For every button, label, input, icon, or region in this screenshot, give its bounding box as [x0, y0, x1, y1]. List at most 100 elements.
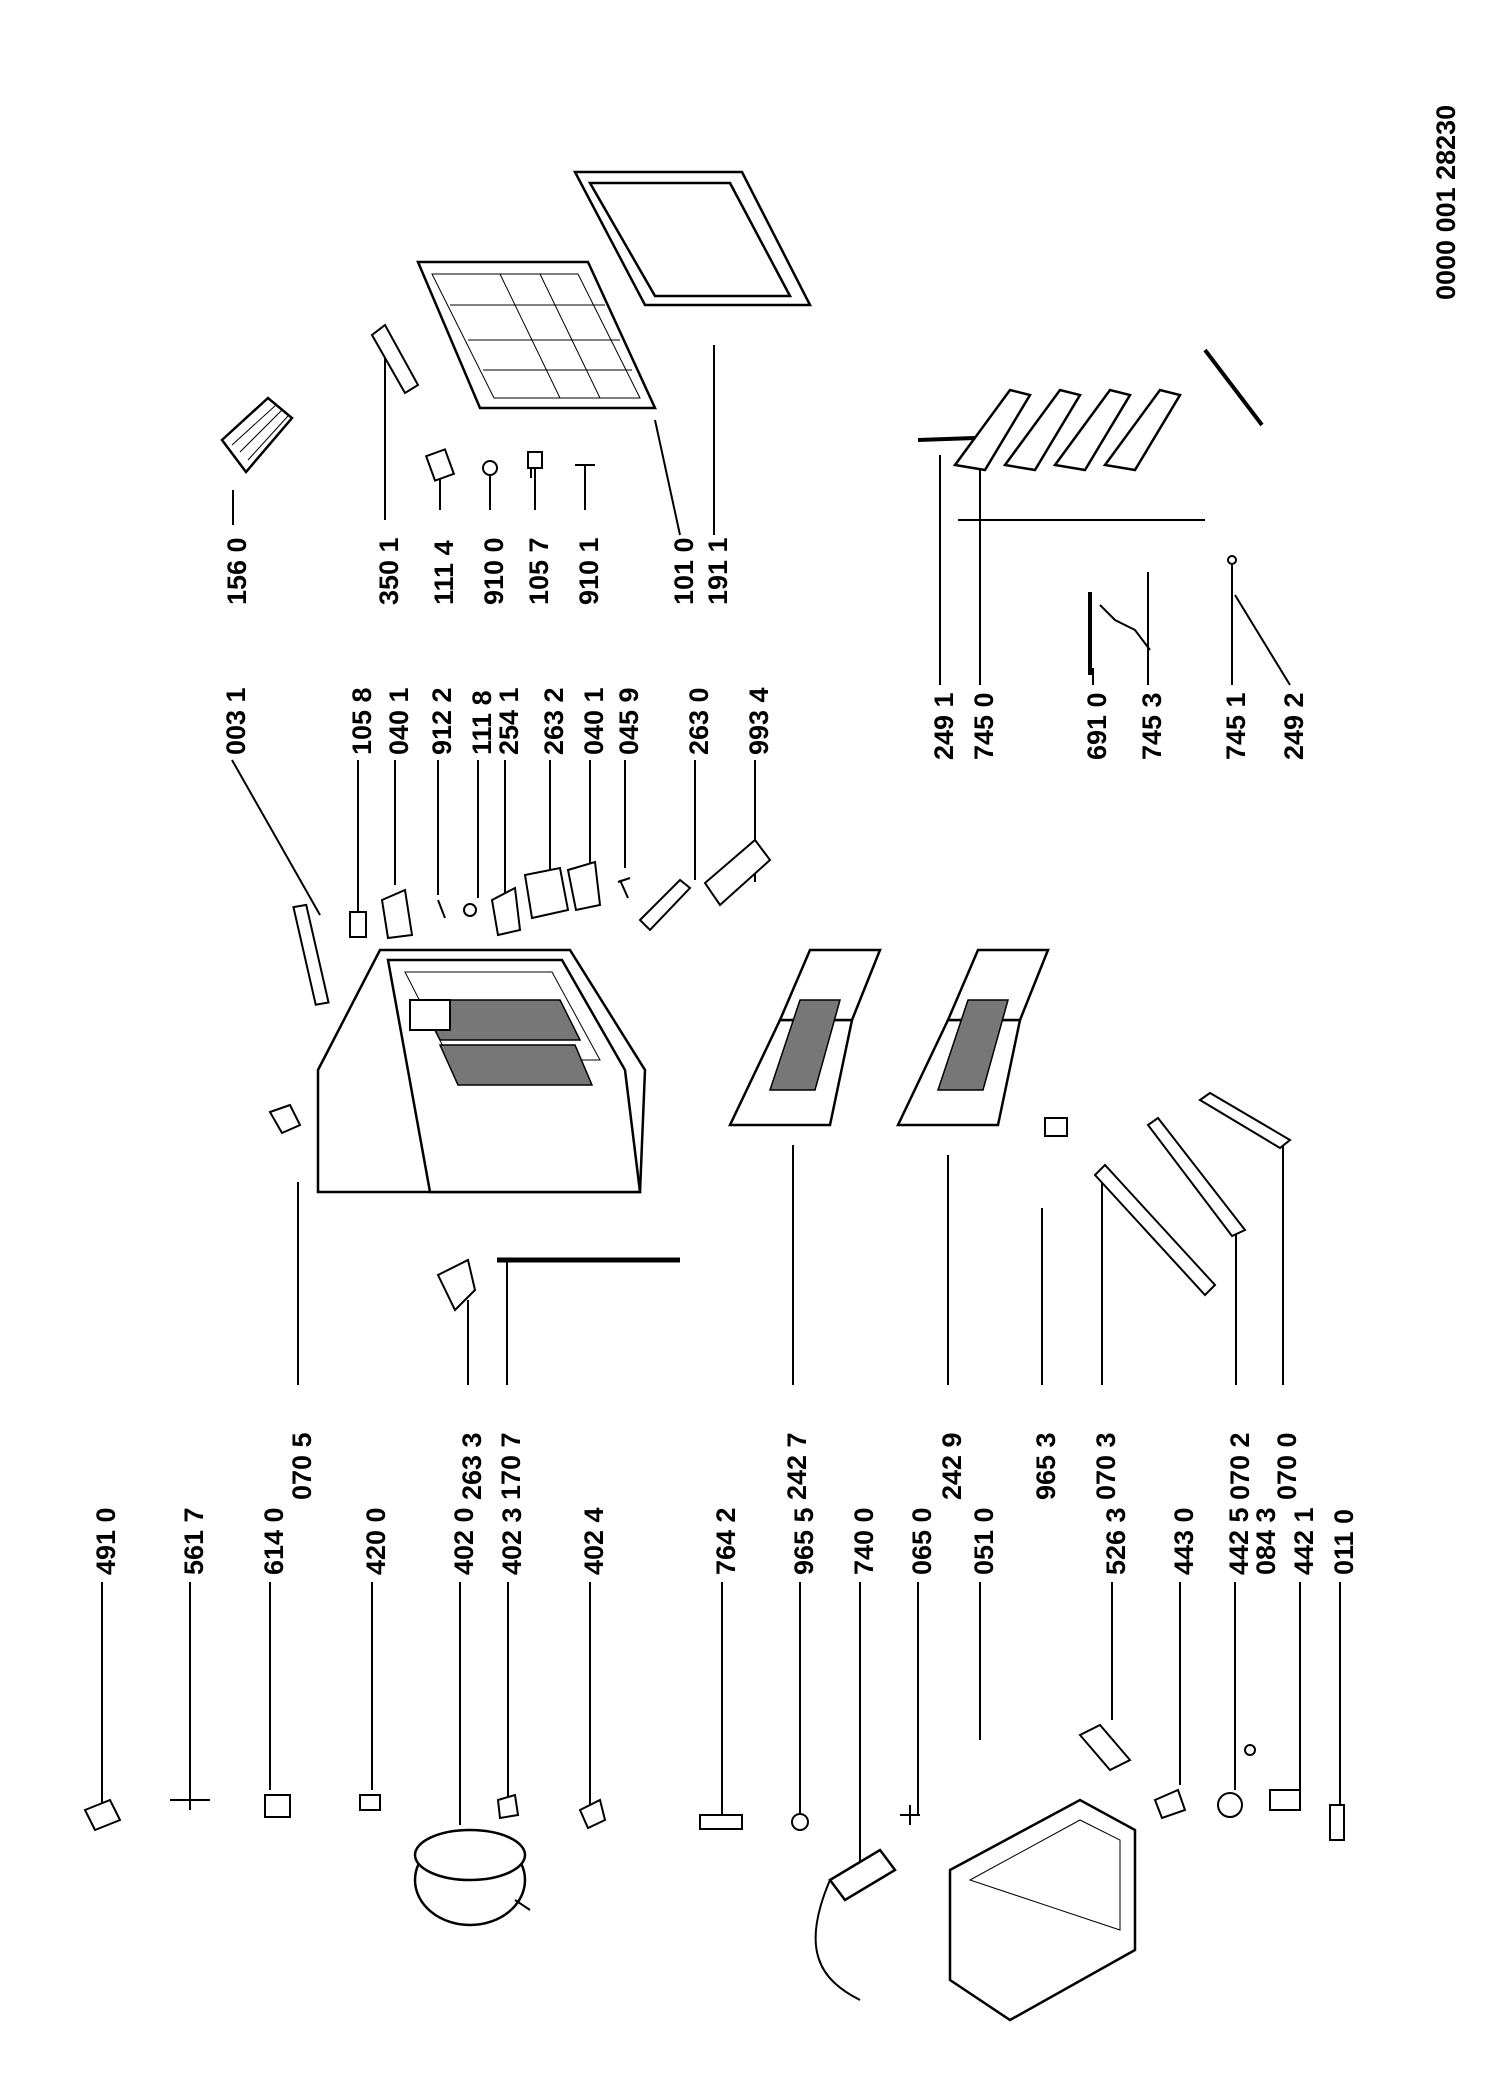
- condenser-coil: [814, 1848, 897, 2001]
- part-084-3: [1244, 1744, 1256, 1756]
- compressor: [413, 1828, 531, 1927]
- ice-tray: [220, 396, 294, 475]
- part-number-label-4023: 402 3: [497, 1507, 527, 1575]
- screw-045-9: [617, 877, 631, 899]
- rail-263-0: [638, 878, 692, 932]
- bolt-910-1: [575, 464, 595, 477]
- cabinet-body: [316, 948, 647, 1194]
- part-number-label-4425: 442 5: [1224, 1507, 1254, 1575]
- lid-frame: [572, 170, 813, 307]
- rod-249-2: [1203, 348, 1264, 427]
- part-number-label-1057: 105 7: [524, 537, 554, 605]
- basket-242-7: [728, 948, 882, 1127]
- rod-249-1: [917, 436, 976, 442]
- part-965-3: [1044, 1117, 1068, 1137]
- part-402-4: [578, 1798, 607, 1830]
- part-442-5: [1217, 1792, 1243, 1818]
- washer-111-8: [463, 903, 477, 917]
- part-number-label-4200: 420 0: [361, 1507, 391, 1575]
- bracket-070-5: [268, 1103, 302, 1135]
- part-number-label-7400: 740 0: [849, 1507, 879, 1575]
- part-number-label-9934: 993 4: [744, 687, 774, 755]
- part-number-label-9100: 910 0: [479, 537, 509, 605]
- part-number-label-4024: 402 4: [579, 1507, 609, 1575]
- leader-lines: [101, 345, 1341, 1868]
- part-number-label-5263: 526 3: [1101, 1507, 1131, 1575]
- part-614-0: [264, 1794, 291, 1818]
- part-number-label-0650: 065 0: [907, 1507, 937, 1575]
- part-number-label-4430: 443 0: [1169, 1507, 1199, 1575]
- part-number-label-0510: 051 0: [969, 1507, 999, 1575]
- part-number-label-0702: 070 2: [1225, 1432, 1255, 1500]
- part-number-label-0459: 045 9: [614, 687, 644, 755]
- part-number-label-0401b: 040 1: [579, 687, 609, 755]
- part-number-label-7453: 745 3: [1137, 692, 1167, 760]
- part-number-label-1058: 105 8: [347, 687, 377, 755]
- part-number-label-7642: 764 2: [711, 1507, 741, 1575]
- pin-745-1: [1227, 555, 1237, 565]
- base-frame: [948, 1798, 1137, 2022]
- part-number-label-9655: 965 5: [789, 1507, 819, 1575]
- filter-drier: [699, 1814, 743, 1830]
- part-011-0: [1329, 1804, 1345, 1841]
- part-number-label-7451: 745 1: [1221, 692, 1251, 760]
- hinge-254-1: [490, 886, 522, 937]
- part-442-1: [1269, 1789, 1301, 1811]
- hinge-040-1-b: [566, 860, 602, 912]
- part-526-3: [1078, 1723, 1132, 1772]
- part-number-label-9101: 910 1: [574, 537, 604, 605]
- part-number-label-1118: 111 8: [467, 690, 497, 755]
- part-965-5: [791, 1813, 809, 1831]
- screw-910-0: [482, 460, 498, 476]
- part-number-label-7450: 745 0: [969, 692, 999, 760]
- hinge-263-3: [436, 1258, 477, 1312]
- cover-strip: [292, 903, 330, 1006]
- part-number-label-2632: 263 2: [539, 687, 569, 755]
- rail-070-0: [1198, 1091, 1292, 1150]
- sensor-691-0: [1099, 604, 1151, 651]
- rack-745-0: [952, 388, 1205, 521]
- lid-handle: [370, 323, 420, 395]
- rail-070-2: [1146, 1116, 1247, 1238]
- part-number-label-2491: 249 1: [929, 692, 959, 760]
- part-number-label-1911: 191 1: [703, 537, 733, 605]
- document-code: 0000 001 28230: [1431, 105, 1461, 300]
- part-402-3: [496, 1793, 520, 1820]
- part-number-label-0843: 084 3: [1251, 1507, 1281, 1575]
- part-number-label-1560: 156 0: [222, 537, 252, 605]
- part-number-label-2541: 254 1: [494, 687, 524, 755]
- part-number-label-2492: 249 2: [1279, 692, 1309, 760]
- part-number-label-5617: 561 7: [179, 1507, 209, 1575]
- part-065-0: [900, 1805, 920, 1825]
- part-number-label-1114: 111 4: [429, 540, 459, 605]
- part-number-label-1707: 170 7: [496, 1432, 526, 1500]
- part-number-label-0031: 003 1: [221, 687, 251, 755]
- part-561-7: [170, 1790, 210, 1810]
- hinge-pin-105-7: [527, 451, 543, 478]
- part-number-label-2427: 242 7: [782, 1432, 812, 1500]
- basket-242-9: [896, 948, 1050, 1127]
- part-number-label-0705: 070 5: [287, 1432, 317, 1500]
- part-number-label-0401a: 040 1: [384, 687, 414, 755]
- part-number-label-0700: 070 0: [1272, 1432, 1302, 1500]
- part-number-label-2630: 263 0: [684, 687, 714, 755]
- part-number-label-1010: 101 0: [669, 537, 699, 605]
- part-number-label-6910: 691 0: [1082, 692, 1112, 760]
- part-number-label-6140: 614 0: [259, 1507, 289, 1575]
- hinge-105-8: [349, 911, 367, 938]
- pin-912-2: [437, 899, 446, 919]
- inner-lid-panel: [416, 260, 657, 410]
- part-number-label-9653: 965 3: [1031, 1432, 1061, 1500]
- hinge-040-1-a: [380, 888, 414, 940]
- part-number-label-2429: 242 9: [937, 1432, 967, 1500]
- clip-111-4: [424, 448, 456, 482]
- part-number-label-0110: 011 0: [1329, 1509, 1359, 1575]
- part-number-label-4910: 491 0: [91, 1507, 121, 1575]
- part-number-label-9122: 912 2: [427, 687, 457, 755]
- hinge-263-2: [523, 866, 570, 920]
- part-number-label-4421: 442 1: [1289, 1507, 1319, 1575]
- part-number-label-4020: 402 0: [449, 1507, 479, 1575]
- part-number-label-3501: 350 1: [374, 537, 404, 605]
- grille-993-4: [703, 838, 772, 907]
